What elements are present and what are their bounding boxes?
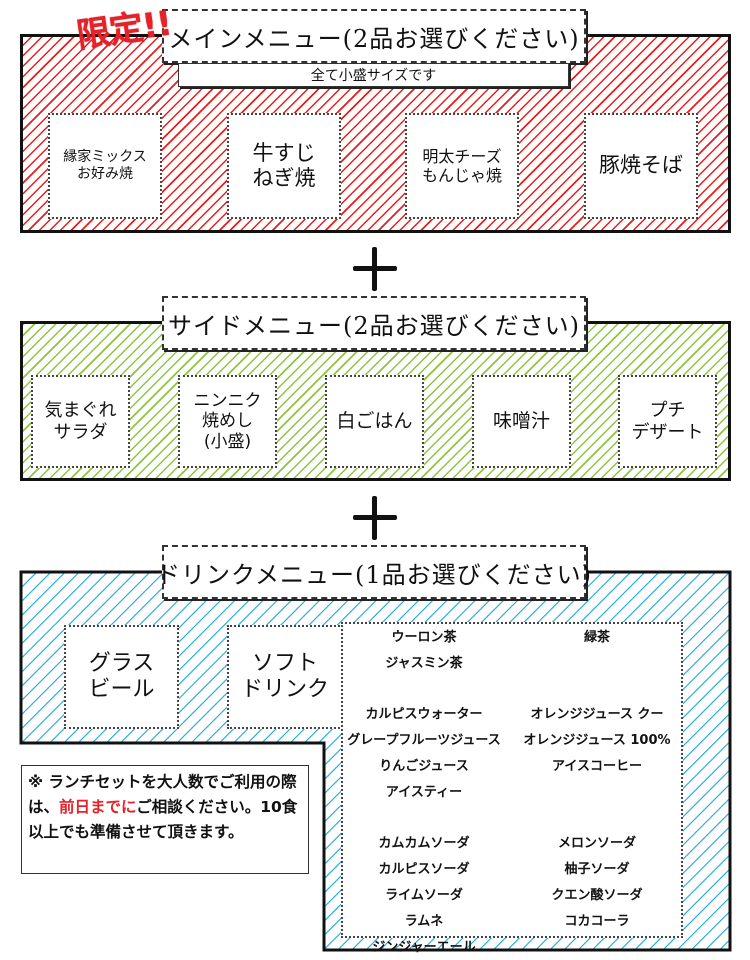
main-item-negiyaki[interactable]: 牛すじ ねぎ焼 <box>227 113 341 219</box>
soft-drink-option[interactable]: カルピスウォーター <box>365 707 483 723</box>
soft-drink-option[interactable]: グレープフルーツジュース <box>347 733 501 749</box>
drink-item-glass-beer[interactable]: グラス ビール <box>64 625 179 729</box>
item-line: 白ごはん <box>336 410 413 433</box>
soft-drink-option[interactable]: ライムソーダ <box>385 887 463 903</box>
drink-menu-title: ドリンクメニュー(1品お選びください) <box>156 545 591 599</box>
item-line: (小盛) <box>203 431 252 452</box>
item-line: ねぎ焼 <box>252 166 316 190</box>
soft-drink-option[interactable]: コカコーラ <box>564 913 630 929</box>
note-text: ご相談ください。10食以上でも準備させて頂きます。 <box>28 798 298 841</box>
item-line: 縁家ミックス <box>63 149 147 166</box>
note-text: ※ ランチセットを大人数でご利用の際は、 <box>28 773 297 816</box>
item-line: 豚焼そば <box>599 153 683 178</box>
side-item-rice[interactable]: 白ごはん <box>325 375 424 468</box>
soft-drink-option[interactable]: カムカムソーダ <box>378 836 470 852</box>
main-item-monjayaki[interactable]: 明太チーズ もんじゃ焼 <box>405 113 519 219</box>
main-menu-title: メインメニュー(2品お選びください) <box>162 9 586 63</box>
item-line: 気まぐれ <box>44 399 117 421</box>
item-line: 明太チーズ <box>422 146 502 166</box>
item-line: デザート <box>631 421 704 443</box>
spacer <box>511 651 683 677</box>
item-line: もんじゃ焼 <box>421 166 502 185</box>
main-menu-subtitle: 全て小盛サイズです <box>178 63 569 87</box>
spacer <box>511 935 683 960</box>
soft-drink-option[interactable]: ラムネ <box>404 913 444 929</box>
item-line: ニンニク <box>193 390 262 411</box>
soft-drink-option[interactable]: クエン酸ソーダ <box>551 887 643 903</box>
item-line: ドリンク <box>240 677 329 702</box>
item-line: ビール <box>88 677 155 702</box>
soft-drink-option[interactable]: カルピスソーダ <box>378 862 470 878</box>
side-item-dessert[interactable]: プチ デザート <box>618 375 717 468</box>
main-item-yakisoba[interactable]: 豚焼そば <box>584 113 698 219</box>
soft-drink-option[interactable]: アイスティー <box>385 784 463 800</box>
spacer <box>343 806 505 832</box>
group-order-note: ※ ランチセットを大人数でご利用の際は、前日までにご相談ください。10食以上でも… <box>21 765 309 874</box>
main-item-okonomiyaki[interactable]: 縁家ミックス お好み焼 <box>48 113 162 219</box>
side-item-salad[interactable]: 気まぐれ サラダ <box>31 375 130 468</box>
item-line: 焼めし <box>202 411 253 432</box>
soft-drink-option[interactable]: 緑茶 <box>583 630 610 645</box>
plus-icon <box>353 496 397 540</box>
item-line: サラダ <box>53 421 108 443</box>
soft-drink-column-left: ウーロン茶ジャスミン茶カルピスウォーターグレープフルーツジュースりんごジュースア… <box>343 625 505 960</box>
soft-drink-column-right: 緑茶オレンジジュース クーオレンジジュース 100% アイスコーヒーメロンソーダ柚… <box>511 625 683 960</box>
item-line: プチ <box>649 399 686 421</box>
side-item-miso-soup[interactable]: 味噌汁 <box>472 375 571 468</box>
item-line: 味噌汁 <box>492 410 550 433</box>
spacer <box>511 780 683 806</box>
spacer <box>511 806 683 832</box>
soft-drink-option[interactable]: オレンジジュース 100% <box>523 733 671 749</box>
spacer <box>511 677 683 703</box>
soft-drink-option[interactable]: メロンソーダ <box>557 836 636 852</box>
soft-drink-option[interactable]: りんごジュース <box>379 758 469 774</box>
item-line: 牛すじ <box>252 140 316 165</box>
soft-drink-option[interactable]: ジンジャーエール <box>372 939 476 955</box>
drink-item-soft-drink[interactable]: ソフト ドリンク <box>227 625 343 729</box>
soft-drink-option[interactable]: 柚子ソーダ <box>564 862 630 878</box>
soft-drink-option[interactable]: オレンジジュース クー <box>530 707 664 723</box>
side-item-fried-rice[interactable]: ニンニク 焼めし (小盛) <box>178 375 277 468</box>
spacer <box>343 677 505 703</box>
item-line: お好み焼 <box>77 166 133 182</box>
soft-drink-option[interactable]: ウーロン茶 <box>391 630 457 645</box>
item-line: グラス <box>88 650 155 676</box>
side-menu-title: サイドメニュー(2品お選びください) <box>162 296 586 350</box>
soft-drink-option[interactable]: ジャスミン茶 <box>385 655 463 671</box>
plus-icon <box>353 247 397 291</box>
soft-drink-list: ウーロン茶ジャスミン茶カルピスウォーターグレープフルーツジュースりんごジュースア… <box>341 622 683 955</box>
item-line: ソフト <box>251 650 318 676</box>
note-highlight: 前日までに <box>59 798 137 816</box>
soft-drink-option[interactable]: アイスコーヒー <box>552 758 642 774</box>
